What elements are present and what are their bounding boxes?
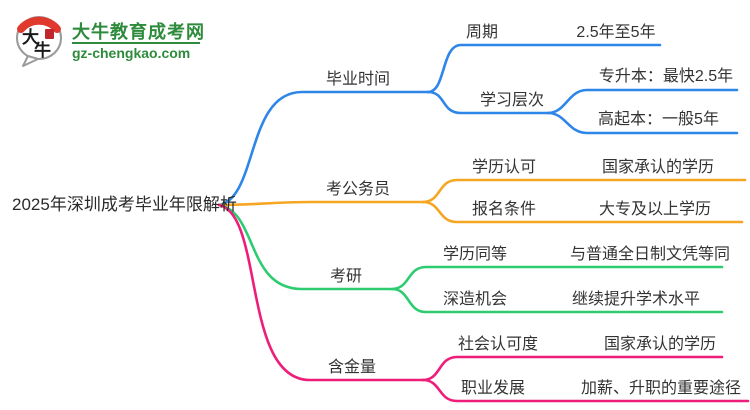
logo-char-2: 牛 (34, 40, 51, 60)
leaf-social-recognition-value: 国家承认的学历 (603, 336, 716, 353)
branch-line-cycle (426, 43, 662, 94)
subtopic-equivalent-degree: 学历同等 (442, 246, 507, 263)
branch-line-trunk (217, 200, 425, 207)
logo-bubble-icon: 大 牛 (16, 16, 62, 67)
leaf-cycle-value: 2.5年至5年 (576, 24, 656, 41)
leaf-career-development-value: 加薪、升职的重要途径 (580, 380, 741, 397)
root-topic: 2025年深圳成考毕业年限解析 (12, 195, 237, 214)
logo-url: gz-chengkao.com (72, 42, 200, 61)
branch-line-career (421, 378, 750, 403)
subtopic-degree-recognition: 学历认可 (471, 159, 536, 176)
leaf-further-study-value: 继续提升学术水平 (571, 291, 700, 308)
branch-line-degree-recognition (421, 178, 747, 204)
leaf-upgrade-duration: 专升本：最快2.5年 (598, 68, 734, 85)
branch-lines-graduation-time (217, 43, 739, 207)
branch-line-study-level (426, 90, 550, 115)
logo-seal-icon (45, 29, 54, 39)
branch-line-trunk (217, 203, 425, 382)
logo-title: 大牛教育成考网 (72, 22, 205, 42)
branch-line-upgrade (546, 88, 739, 115)
branch-line-trunk (217, 90, 430, 207)
logo-char-1: 大 (22, 27, 39, 47)
branch-line-equivalence (390, 265, 724, 291)
branch-topic-degree-value: 含金量 (327, 359, 376, 376)
branch-topic-postgraduate: 考研 (329, 268, 362, 285)
site-logo: 大 牛 大牛教育成考网 gz-chengkao.com (12, 10, 232, 70)
branch-line-further-study (390, 287, 724, 314)
subtopic-career-development: 职业发展 (460, 380, 525, 397)
subtopic-social-recognition: 社会认可度 (457, 336, 538, 353)
branch-line-trunk (217, 203, 394, 291)
leaf-degree-recognition-value: 国家承认的学历 (601, 159, 714, 176)
subtopic-study-level: 学习层次 (479, 92, 544, 109)
logo-red-cap (17, 16, 61, 33)
branch-topic-graduation-time: 毕业时间 (325, 71, 390, 88)
branch-line-social-recognition (421, 355, 724, 382)
branch-lines-civil-service (217, 178, 747, 224)
branch-lines-postgraduate (217, 203, 724, 314)
leaf-application-requirements-value: 大专及以上学历 (598, 201, 711, 218)
leaf-highstart-duration: 高起本：一般5年 (598, 111, 719, 128)
subtopic-cycle: 周期 (465, 24, 498, 41)
branch-lines-degree-value (217, 203, 750, 403)
leaf-equivalent-degree-value: 与普通全日制文凭等同 (570, 246, 731, 263)
subtopic-application-requirements: 报名条件 (471, 201, 536, 218)
subtopic-further-study: 深造机会 (442, 291, 507, 308)
branch-topic-civil-service: 考公务员 (325, 181, 390, 198)
branch-line-highstart (546, 111, 739, 135)
bubble-tail (22, 55, 39, 67)
branch-line-application (421, 200, 744, 224)
